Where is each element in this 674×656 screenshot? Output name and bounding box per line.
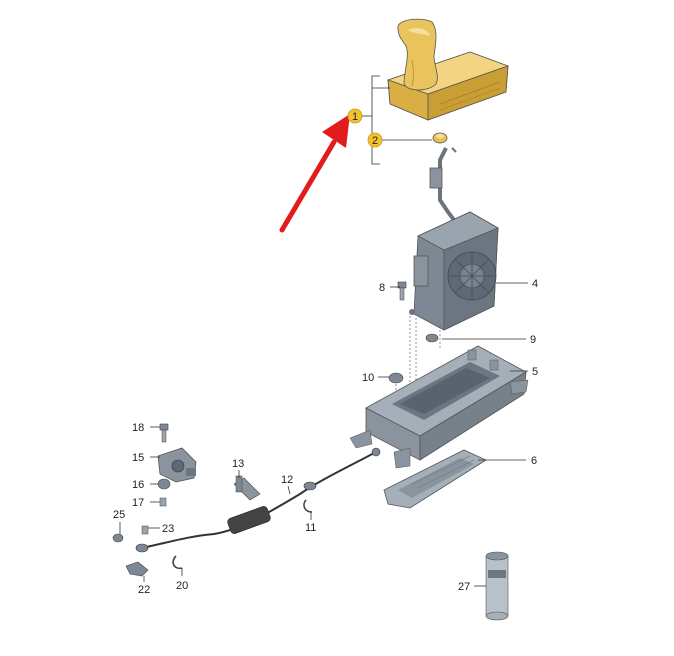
callout-labels: 1 2 4 5 6 8 9 10 11 12 13 15 16 17 18 20… [113, 108, 538, 596]
leader-lines [119, 282, 528, 587]
retaining-clip-11 [303, 499, 313, 513]
callout-number: 1 [352, 111, 358, 123]
nut-25 [112, 533, 124, 543]
callout-27: 27 [458, 581, 470, 593]
nut-10 [388, 372, 404, 384]
callout-23: 23 [162, 523, 174, 535]
nut-16 [157, 478, 171, 490]
callout-5: 5 [532, 366, 538, 378]
callout-11: 11 [305, 522, 316, 534]
gear-shift-cable [135, 447, 381, 553]
callout-25: 25 [113, 509, 125, 521]
cable-bracket [157, 447, 197, 483]
callout-12: 12 [281, 474, 293, 486]
callout-8: 8 [379, 282, 385, 294]
nut-9 [425, 333, 439, 343]
gear-shift-knob-assembly [386, 18, 510, 121]
selector-mechanism [409, 211, 499, 331]
shift-lever-rod [429, 147, 457, 222]
callout-number: 2 [372, 135, 378, 147]
callout-18: 18 [132, 422, 144, 434]
red-pointer-arrow [279, 114, 350, 233]
cover-plate [383, 449, 487, 509]
callout-10: 10 [362, 372, 374, 384]
callout-15: 15 [132, 452, 144, 464]
bolt-8 [397, 281, 407, 301]
callout-2: 2 [367, 132, 383, 148]
base-housing [349, 345, 529, 469]
callout-13: 13 [232, 458, 244, 470]
callout-6: 6 [531, 455, 537, 467]
screw-23 [141, 525, 149, 535]
callout-badge-1 [347, 108, 363, 124]
callout-4: 4 [532, 278, 538, 290]
clip-13 [233, 475, 261, 501]
cable-end-22 [125, 561, 149, 577]
callout-1: 1 [347, 108, 363, 124]
callout-badge-2 [367, 132, 383, 148]
bolt-18 [159, 423, 169, 443]
screw-17 [159, 497, 167, 507]
grease-tube [485, 551, 509, 621]
retaining-clip-20 [172, 555, 183, 570]
callout-22: 22 [138, 584, 150, 596]
callout-9: 9 [530, 334, 536, 346]
callout-bracket [362, 75, 432, 165]
callout-17: 17 [132, 497, 144, 509]
bushing-part [432, 132, 448, 144]
callout-16: 16 [132, 479, 144, 491]
callout-20: 20 [176, 580, 188, 592]
